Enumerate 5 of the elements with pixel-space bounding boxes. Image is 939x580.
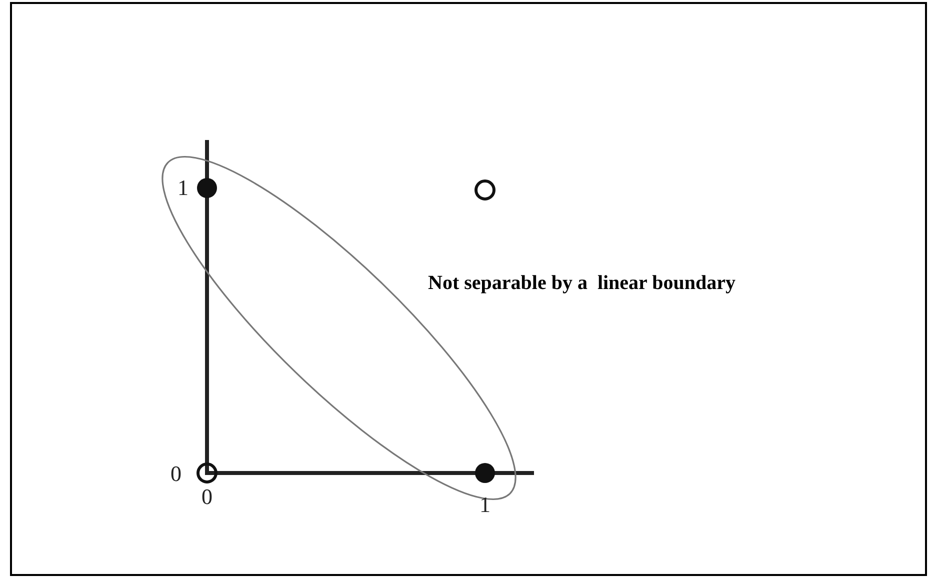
- axis-tick-label: 1: [480, 494, 490, 516]
- axis-tick-label: 1: [178, 177, 188, 199]
- axis-tick-label: 0: [170, 463, 182, 485]
- annotation-text: Not separable by a linear boundary: [428, 272, 736, 295]
- axis-tick-label: 0: [202, 486, 212, 508]
